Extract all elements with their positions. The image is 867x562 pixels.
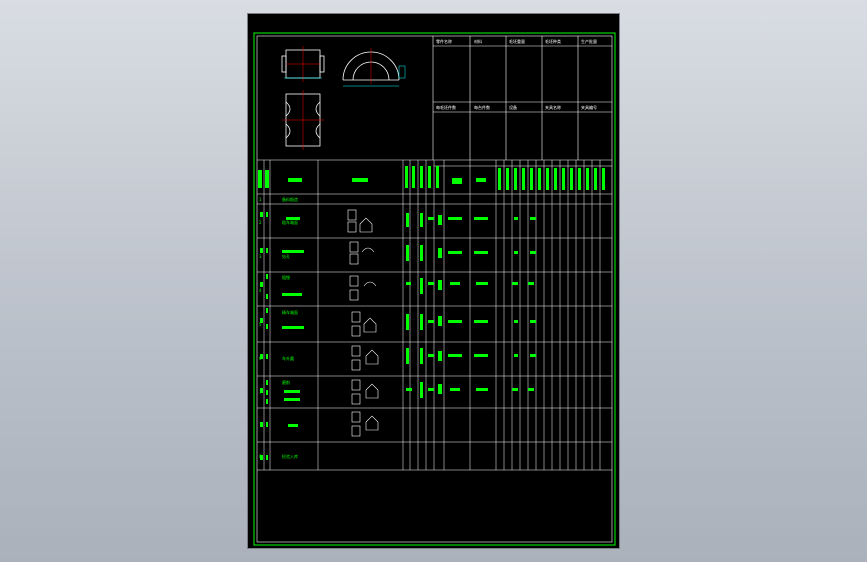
step-number: 2 (259, 220, 262, 225)
column-header-marks (258, 166, 605, 190)
operation-name: 粗车端面 (282, 219, 298, 225)
operation-name: 粗镗 (282, 274, 290, 280)
operation-name: 钻孔 (282, 253, 290, 259)
header-labels: 零件名称 材料 毛坯重量 毛坯种类 生产批量 每毛坯件数 每台件数 设备 夹具名… (436, 38, 597, 110)
header-label: 夹具名称 (545, 104, 561, 110)
step-number: 3 (259, 254, 262, 259)
process-card-drawing: 零件名称 材料 毛坯重量 毛坯种类 生产批量 每毛坯件数 每台件数 设备 夹具名… (253, 32, 616, 546)
step-number: 1 (259, 197, 262, 202)
header-label: 每毛坯件数 (436, 104, 456, 110)
header-label: 生产批量 (581, 38, 597, 44)
part-view-front (281, 46, 325, 82)
operation-name: 磨削 (282, 379, 290, 385)
header-label: 设备 (509, 104, 517, 110)
operation-sketches (347, 209, 379, 437)
operation-name: 备料锻造 (282, 196, 298, 202)
part-view-section (282, 90, 324, 150)
header-label: 夹具编号 (581, 104, 597, 110)
header-label: 毛坯重量 (509, 38, 525, 44)
cell-marks (260, 212, 536, 460)
step-number: 4 (259, 288, 262, 293)
process-rows: 1 备料锻造 2 粗车端面 3 钻孔 4 粗镗 5 精车端面 6 车外圆 7 磨… (259, 196, 298, 459)
header-label: 毛坯种类 (545, 38, 561, 44)
operation-name: 检验入库 (282, 453, 298, 459)
step-number: 5 (259, 322, 262, 327)
process-table (257, 160, 612, 471)
operation-name: 精车端面 (282, 309, 298, 315)
header-label: 每台件数 (474, 104, 490, 110)
header-grid (257, 36, 612, 161)
outer-frame (253, 32, 616, 546)
header-label: 材料 (474, 38, 482, 44)
header-label: 零件名称 (436, 38, 452, 44)
inner-frame (256, 35, 613, 543)
part-view-half-bearing (342, 48, 406, 87)
drawing-sheet: 零件名称 材料 毛坯重量 毛坯种类 生产批量 每毛坯件数 每台件数 设备 夹具名… (247, 13, 620, 549)
operation-name: 车外圆 (282, 355, 294, 361)
